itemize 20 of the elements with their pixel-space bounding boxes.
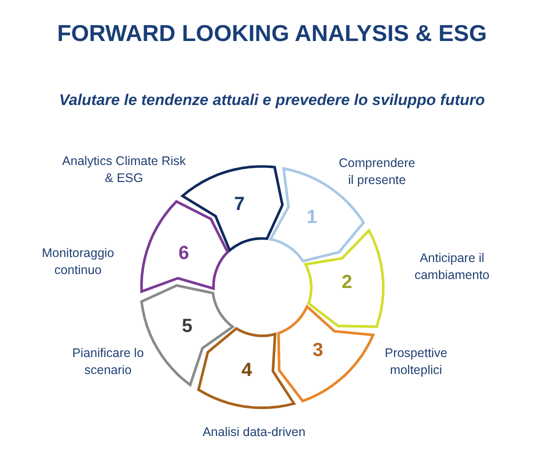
subtitle: Valutare le tendenze attuali e prevedere lo sviluppo futuro xyxy=(59,92,485,110)
step-number: 7 xyxy=(234,194,245,216)
step-label: Analytics Climate Risk & ESG xyxy=(61,153,187,187)
cycle-arrow-segment xyxy=(304,228,384,328)
step-number: 3 xyxy=(312,340,324,362)
cycle-arrow-segment xyxy=(140,200,229,294)
step-number: 2 xyxy=(342,272,352,294)
cycle-arrow-segment xyxy=(196,327,296,410)
step-label: Analisi data-driven xyxy=(202,424,306,441)
step-number: 6 xyxy=(178,242,190,265)
step-label: Pianificare lo scenario xyxy=(71,345,145,379)
step-number: 1 xyxy=(306,207,318,230)
step-label: Comprendere il presente xyxy=(338,155,416,189)
step-label: Monitoraggio continuo xyxy=(40,245,116,279)
cycle-arrow-segment xyxy=(276,304,375,402)
step-number: 4 xyxy=(242,360,252,382)
step-number: 5 xyxy=(182,316,192,338)
title: FORWARD LOOKING ANALYSIS & ESG xyxy=(57,20,487,47)
step-label: Prospettive molteplici xyxy=(384,345,448,379)
step-label: Anticipare il cambiamento xyxy=(413,250,491,284)
